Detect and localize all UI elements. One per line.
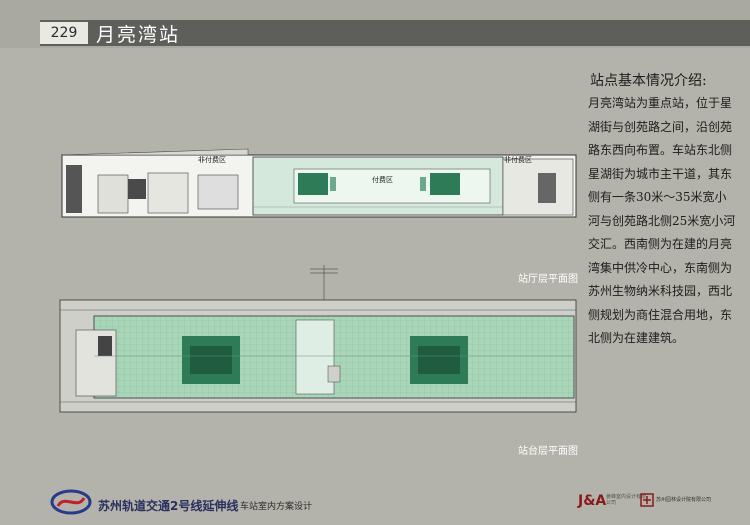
title-bar bbox=[40, 20, 750, 46]
page-number: 229 bbox=[40, 22, 88, 44]
hall-plan-label: 站厅层平面图 bbox=[518, 274, 578, 285]
ja-company: 姜峰室内设计有限公司 bbox=[606, 494, 647, 506]
ja-logo: J&A bbox=[578, 493, 607, 509]
stair-1 bbox=[298, 173, 328, 195]
hall-floor-plan bbox=[61, 148, 577, 218]
suzhou-metro-logo bbox=[50, 489, 92, 515]
partner-company: 苏州园林设计院有限公司 bbox=[656, 497, 712, 503]
project-subtitle: 车站室内方案设计 bbox=[240, 502, 313, 512]
stair-2 bbox=[430, 173, 460, 195]
zone-unpaid-left: 非付费区 bbox=[198, 156, 226, 164]
partner-logo-icon bbox=[640, 493, 654, 507]
zone-paid: 付费区 bbox=[372, 176, 393, 184]
zone-unpaid-right: 非付费区 bbox=[504, 156, 532, 164]
project-title: 苏州轨道交通2号线延伸线 bbox=[98, 499, 239, 513]
platform-floor-plan bbox=[59, 299, 577, 413]
dimension-marks bbox=[310, 265, 338, 300]
info-title: 站点基本情况介绍: bbox=[590, 73, 707, 89]
platform-plan-label: 站台层平面图 bbox=[518, 446, 578, 457]
info-body: 月亮湾站为重点站，位于星湖街与创苑路之间，沿创苑路东西向布置。车站东北侧星湖街为… bbox=[588, 96, 736, 345]
station-title: 月亮湾站 bbox=[96, 24, 181, 46]
